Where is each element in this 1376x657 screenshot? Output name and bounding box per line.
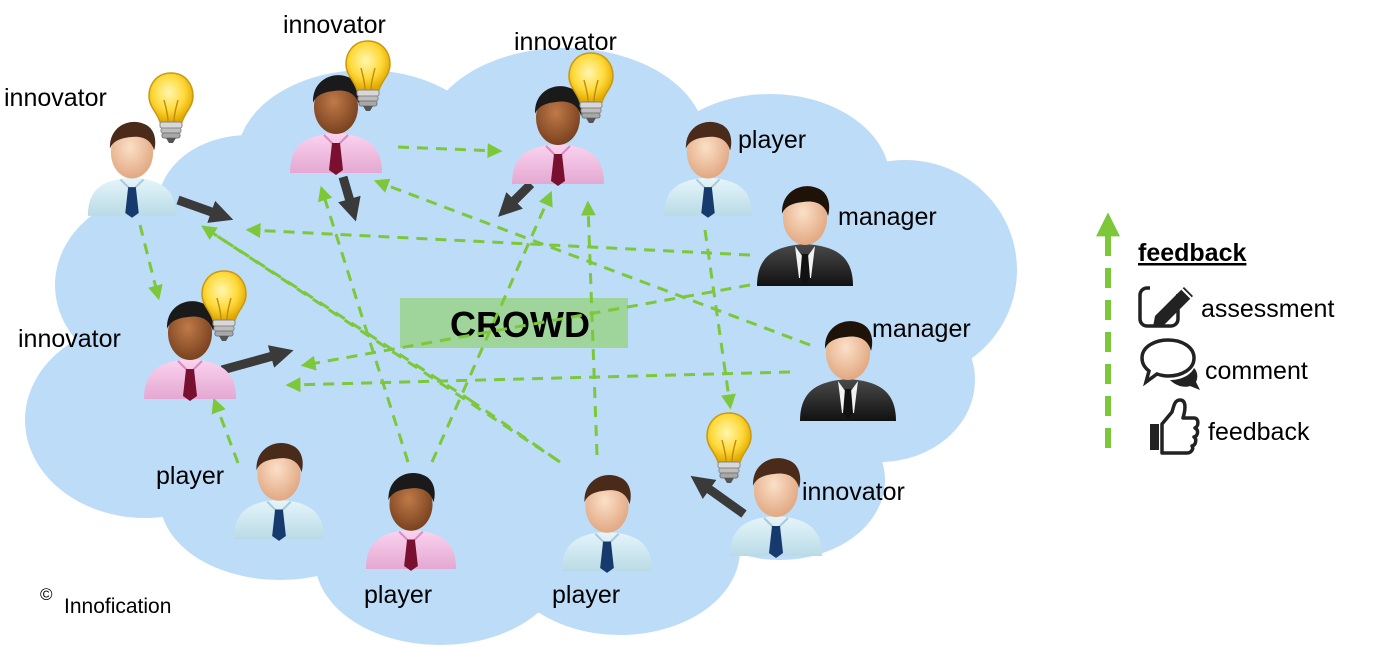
crowd-label: CROWD [450, 304, 590, 345]
copyright-text: Innofication [64, 595, 171, 618]
idea-arrow [176, 195, 234, 223]
role-label: player [738, 126, 806, 154]
legend: feedback assessment comment feedback [1096, 212, 1334, 455]
speech-bubbles-icon [1140, 338, 1200, 390]
feedback-arrow [245, 223, 751, 257]
copyright-symbol: © [40, 585, 53, 604]
role-label: player [156, 462, 224, 490]
legend-title: feedback [1138, 239, 1246, 267]
role-label: manager [838, 203, 937, 231]
legend-item-label: comment [1205, 357, 1308, 385]
feedback-arrow [201, 225, 561, 464]
feedback-arrow [580, 200, 599, 456]
feedback-arrows [138, 143, 811, 464]
legend-item-label: feedback [1208, 418, 1310, 446]
role-label: player [364, 581, 432, 609]
crowd-box [400, 298, 628, 348]
feedback-arrow [373, 178, 811, 347]
idea-arrow [690, 475, 747, 518]
pencil-edit-icon [1138, 284, 1193, 328]
lightbulb-icon [148, 72, 194, 144]
idea-arrow [498, 180, 535, 217]
role-label: innovator [283, 11, 386, 39]
idea-arrow [220, 345, 294, 375]
feedback-arrow [397, 143, 503, 159]
role-label: innovator [4, 84, 107, 112]
role-label: innovator [18, 325, 121, 353]
copyright: © Innofication [40, 585, 171, 618]
feedback-arrow [211, 397, 240, 464]
role-label: manager [872, 315, 971, 343]
idea-arrows [176, 175, 747, 518]
feedback-arrow [207, 228, 471, 402]
role-label: innovator [802, 478, 905, 506]
legend-item-label: assessment [1201, 295, 1334, 323]
feedback-arrow [285, 370, 791, 393]
idea-arrow [338, 175, 361, 222]
role-label: innovator [514, 28, 617, 56]
feedback-arrow [703, 229, 736, 410]
feedback-arrow [318, 185, 410, 463]
feedback-arrow [430, 190, 553, 463]
thumbs-up-icon [1150, 398, 1200, 455]
role-label: player [552, 581, 620, 609]
feedback-arrow [138, 224, 163, 301]
